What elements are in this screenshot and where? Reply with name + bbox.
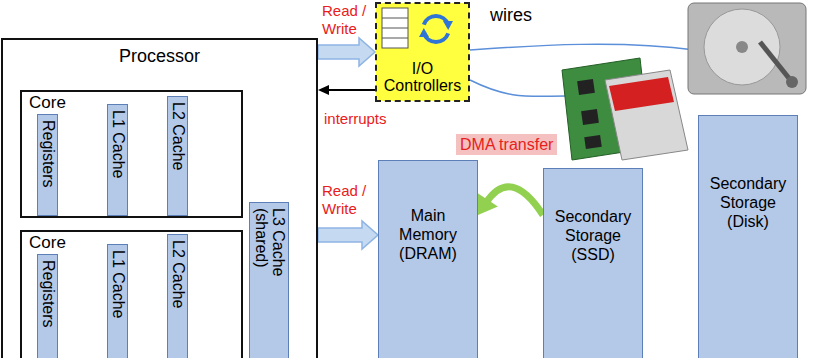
node-label: L3 Cache (shared) <box>252 208 286 282</box>
hard-disk-picture <box>688 3 806 94</box>
cache-box: L2 Cache <box>167 96 188 216</box>
cache-box: L2 Cache <box>167 234 188 358</box>
connector-label: interrupts <box>324 110 387 128</box>
wire-label: wires <box>490 5 532 27</box>
connector-label: Read / Write <box>322 182 372 218</box>
core-box: CoreRegisters L1 Cache L2 Cache <box>20 230 243 358</box>
storage-box: Main Memory (DRAM) <box>378 160 478 358</box>
node-label: Core <box>29 233 66 253</box>
ssd-drive-picture <box>605 70 688 160</box>
connector-label: Read / Write <box>322 2 372 38</box>
node-label: Secondary Storage (SSD) <box>544 207 642 265</box>
wire <box>470 80 566 96</box>
node-label: Secondary Storage (Disk) <box>699 174 797 232</box>
controller-fill <box>376 3 469 101</box>
node-label: L1 Cache <box>109 250 126 319</box>
wire <box>470 44 695 50</box>
core-box: CoreRegisters L1 Cache L2 Cache <box>20 90 243 218</box>
connector <box>318 221 378 249</box>
node-label: Registers <box>39 260 56 328</box>
node-label: Core <box>29 93 66 113</box>
node-label: Processor <box>3 40 316 67</box>
register-stack <box>382 8 408 48</box>
cycle-icon <box>419 16 453 42</box>
storage-box: Secondary Storage (Disk) <box>698 115 798 358</box>
connector <box>478 187 543 215</box>
node-label: L1 Cache <box>109 110 126 179</box>
controller-box: I/O Controllers <box>375 2 470 102</box>
node-label: Registers <box>39 120 56 188</box>
node-label: L2 Cache <box>169 240 186 309</box>
cache-box: L1 Cache <box>107 104 128 216</box>
node-label: Main Memory (DRAM) <box>379 206 477 264</box>
storage-box: Secondary Storage (SSD) <box>543 168 643 358</box>
node-label: I/O Controllers <box>377 60 468 95</box>
cache-box: Registers <box>37 114 58 216</box>
connector <box>318 85 375 95</box>
node-label: L2 Cache <box>169 102 186 171</box>
cache-box: L1 Cache <box>107 244 128 358</box>
cache-box: Registers <box>37 254 58 358</box>
connector-label: DMA transfer <box>456 134 557 155</box>
processor-box: ProcessorCoreRegistersL1 CacheL2 CacheCo… <box>1 38 318 358</box>
cache-box: L3 Cache (shared) <box>249 202 289 358</box>
connector <box>318 38 375 66</box>
